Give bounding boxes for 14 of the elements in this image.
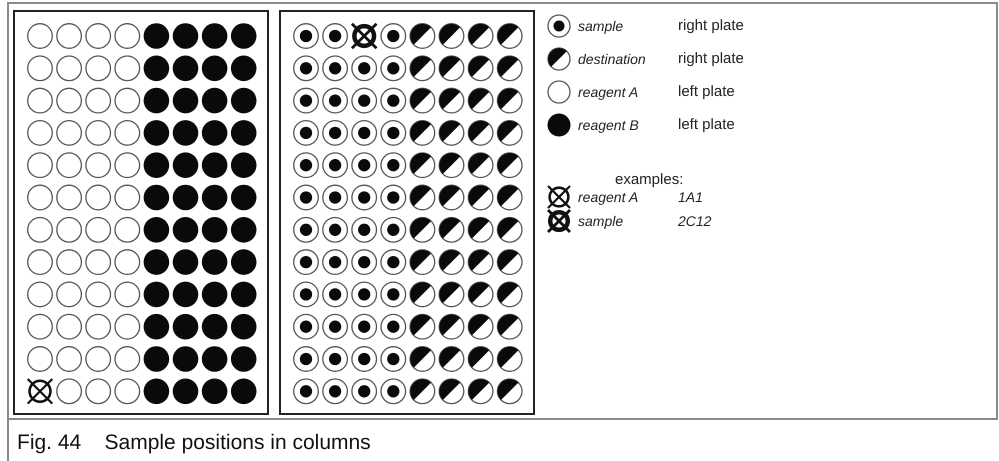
caption: Fig. 44 Sample positions in columns <box>17 430 371 456</box>
label: left plate <box>678 114 735 135</box>
legend-text: reagent A <box>578 188 640 207</box>
legend-text: sample <box>578 212 624 231</box>
legend-text: sample <box>578 16 624 36</box>
label: left plate <box>678 82 735 102</box>
label: examples: <box>615 170 684 190</box>
legend-text: destination <box>578 50 647 68</box>
label: 1A1 <box>678 188 703 206</box>
label: right plate <box>678 16 744 36</box>
label: 2C12 <box>678 212 712 230</box>
legend-text: reagent B <box>578 116 640 135</box>
legend-text: reagent A <box>578 82 640 102</box>
label: right plate <box>678 48 744 69</box>
